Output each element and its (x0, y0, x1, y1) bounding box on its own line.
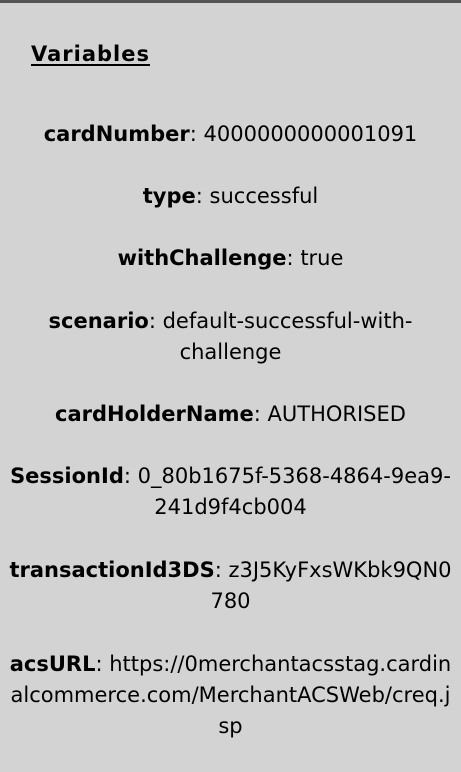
variables-heading: Variables (31, 42, 150, 66)
variable-value: successful (209, 184, 319, 208)
variable-acs-url: acsURL: https://0merchantacsstag.cardina… (8, 649, 453, 742)
variable-key: type (142, 184, 196, 208)
variable-separator: : (286, 246, 301, 270)
variable-value: true (300, 246, 344, 270)
variable-separator: : (189, 122, 204, 146)
variable-separator: : (195, 184, 210, 208)
variable-card-holder-name: cardHolderName: AUTHORISED (8, 399, 453, 430)
window-top-border (0, 0, 461, 3)
variable-value: 0_80b1675f-5368-4864-9ea9-241d9f4cb004 (137, 464, 451, 519)
variable-value: 4000000000001091 (203, 122, 418, 146)
variable-value: z3J5KyFxsWKbk9QN0780 (210, 558, 452, 613)
variable-key: cardNumber (43, 122, 190, 146)
variable-transaction-id-3ds: transactionId3DS: z3J5KyFxsWKbk9QN0780 (8, 555, 453, 617)
variable-with-challenge: withChallenge: true (8, 243, 453, 274)
variable-type: type: successful (8, 181, 453, 212)
variable-key: cardHolderName (55, 402, 254, 426)
variable-separator: : (253, 402, 268, 426)
variable-value: AUTHORISED (267, 402, 406, 426)
variable-separator: : (214, 558, 229, 582)
variable-separator: : (148, 309, 163, 333)
variable-session-id: SessionId: 0_80b1675f-5368-4864-9ea9-241… (8, 461, 453, 523)
variable-card-number: cardNumber: 4000000000001091 (8, 119, 453, 150)
variable-separator: : (95, 652, 110, 676)
variable-key: SessionId (10, 464, 124, 488)
variable-value: default-successful-with-challenge (162, 309, 413, 364)
variable-key: scenario (48, 309, 149, 333)
variable-key: acsURL (9, 652, 96, 676)
variable-value: https://0merchantacsstag.cardinalcommerc… (10, 652, 452, 738)
variable-scenario: scenario: default-successful-with-challe… (48, 306, 413, 368)
variable-separator: : (123, 464, 138, 488)
variable-key: transactionId3DS (9, 558, 215, 582)
variable-key: withChallenge (117, 246, 287, 270)
